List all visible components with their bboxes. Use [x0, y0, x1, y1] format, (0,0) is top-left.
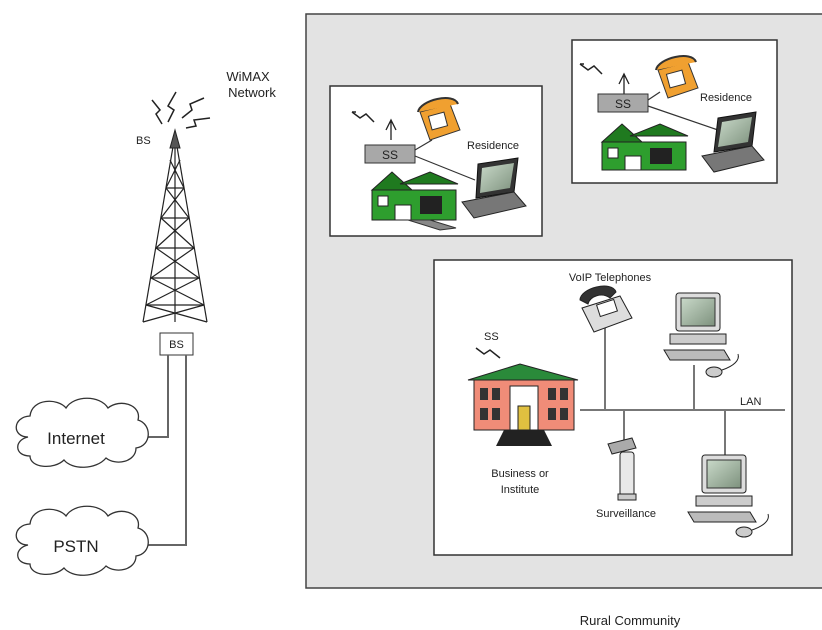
rural-community-label: Rural Community [580, 613, 681, 628]
bs-box [159, 332, 194, 356]
desktop-computer-icon [687, 454, 769, 538]
ss-label: SS [382, 148, 398, 162]
ss-antenna-icon [385, 118, 397, 140]
ss-box [364, 144, 416, 164]
wimax-label-line2: Network [228, 85, 276, 100]
ss-label: SS [615, 97, 631, 111]
residence-label: Residence [700, 92, 752, 104]
house-icon [370, 171, 459, 231]
surveillance-camera-icon [607, 437, 637, 501]
bs-tower-label: BS [136, 135, 151, 147]
house-icon [600, 123, 689, 171]
ss-box [597, 93, 649, 113]
business-building-icon [467, 363, 579, 446]
bs-box-label: BS [169, 339, 184, 351]
internet-label: Internet [47, 429, 105, 448]
business-label-line1: Business or [491, 468, 549, 480]
pstn-label: PSTN [53, 537, 98, 556]
laptop-icon [461, 157, 527, 219]
wimax-label-line1: WiMAX [226, 69, 270, 84]
residence-1-panel: SS Residence [329, 85, 543, 237]
backhaul-links [140, 355, 187, 546]
surveillance-label: Surveillance [596, 508, 656, 520]
desktop-computer-icon [663, 292, 739, 378]
pstn-cloud-icon [15, 505, 149, 576]
ss-business-label: SS [484, 331, 499, 343]
lan-label: LAN [740, 396, 761, 408]
bs-tower-icon [142, 134, 208, 323]
business-panel: VoIP Telephones LAN SS [433, 259, 793, 556]
laptop-icon [701, 111, 765, 173]
antenna-top-icon [169, 128, 181, 149]
ss-signal-icon [475, 347, 501, 359]
internet-cloud-icon [15, 397, 149, 468]
voip-label: VoIP Telephones [569, 272, 652, 284]
ss-antenna-icon [618, 72, 630, 94]
residence-label: Residence [467, 140, 519, 152]
ss-signal-icon [351, 111, 375, 123]
voip-phone-icon [579, 285, 633, 333]
business-label-line2: Institute [501, 484, 540, 496]
ss-signal-icon [579, 63, 603, 75]
telephone-icon [655, 55, 699, 99]
lan-lines [580, 325, 785, 455]
residence-2-panel: SS Residence [571, 39, 778, 184]
wireless-signal-icon [151, 91, 211, 129]
telephone-icon [417, 97, 461, 141]
